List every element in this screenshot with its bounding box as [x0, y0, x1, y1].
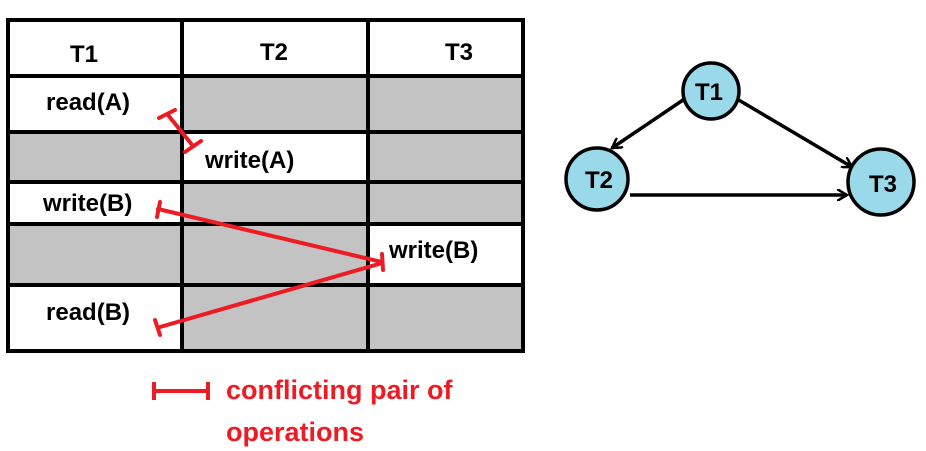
shaded-cell: [182, 285, 368, 351]
shaded-cell: [8, 224, 182, 285]
shaded-cells: [8, 76, 523, 351]
edge-t1-t3: [736, 97, 852, 169]
node-t3-label: T3: [869, 171, 897, 198]
shaded-cell: [368, 182, 523, 224]
graph-node-t1: T1: [681, 61, 741, 121]
legend-line-2: operations: [226, 417, 364, 447]
shaded-cell: [368, 76, 523, 132]
conflict-link-read-b-write-b: [153, 261, 384, 337]
node-t1-label: T1: [695, 79, 723, 106]
table-grid: [6, 18, 525, 353]
conflict-link-read-a-write-a: [157, 108, 203, 154]
shaded-cell: [8, 132, 182, 182]
graph-node-t3: T3: [846, 147, 916, 217]
op-write-b-t3: write(B): [388, 237, 478, 264]
shaded-cell: [182, 182, 368, 224]
schedule-table: T1 T2 T3 read(A) write(A) write(B) write…: [6, 18, 525, 353]
shaded-cell: [182, 76, 368, 132]
op-read-a: read(A): [46, 89, 130, 116]
legend-line-1: conflicting pair of: [226, 375, 454, 405]
graph-edges: [612, 96, 852, 195]
legend-conflict-symbol: [152, 382, 210, 400]
header-t2: T2: [260, 39, 288, 66]
conflict-links: [153, 108, 385, 337]
shaded-cell: [368, 132, 523, 182]
edge-t1-t2: [612, 96, 687, 150]
op-write-a: write(A): [204, 147, 294, 174]
op-read-b: read(B): [46, 299, 130, 326]
precedence-graph: T1 T2 T3: [564, 61, 916, 217]
header-t1: T1: [70, 41, 98, 68]
graph-node-t2: T2: [564, 146, 630, 212]
legend: conflicting pair of operations: [152, 375, 454, 447]
header-t3: T3: [445, 39, 473, 66]
shaded-cell: [368, 285, 523, 351]
node-t2-label: T2: [585, 167, 613, 194]
op-write-b-t1: write(B): [42, 190, 132, 217]
